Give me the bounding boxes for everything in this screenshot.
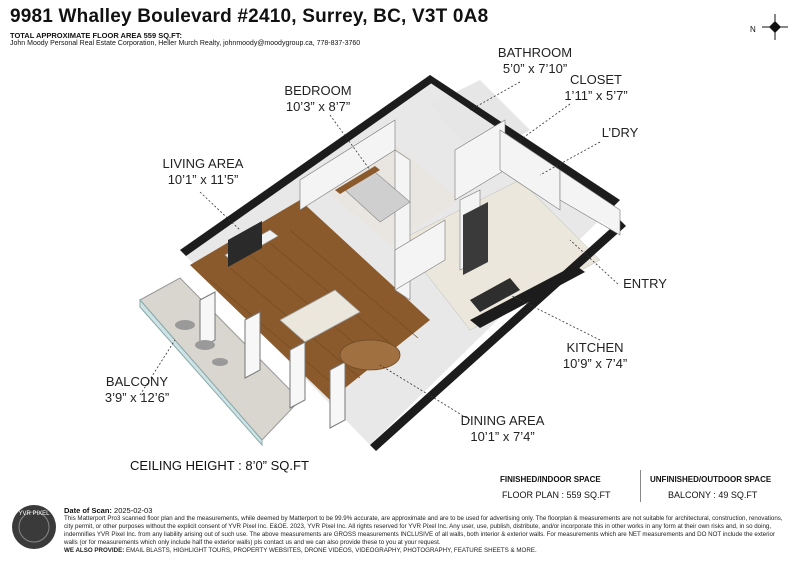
unfinished-space-header: UNFINISHED/OUTDOOR SPACE bbox=[650, 475, 772, 484]
total-area-text: TOTAL APPROXIMATE FLOOR AREA 559 SQ.FT: bbox=[10, 31, 182, 40]
room-dimensions: 1’11” x 5’7” bbox=[564, 88, 628, 103]
balcony-area: BALCONY : 49 SQ.FT bbox=[668, 490, 757, 500]
room-name: LIVING AREA bbox=[162, 156, 244, 171]
stats-divider bbox=[640, 470, 641, 502]
room-dimensions: 10’1” x 7’4” bbox=[470, 429, 535, 444]
room-label-bedroom: BEDROOM 10’3” x 8’7” bbox=[278, 83, 358, 115]
room-label-dining-area: DINING AREA 10’1” x 7’4” bbox=[455, 413, 550, 445]
room-label-balcony: BALCONY 3’9” x 12’6” bbox=[92, 374, 182, 406]
room-name: BEDROOM bbox=[284, 83, 352, 98]
kitchen-counter bbox=[470, 265, 585, 328]
window-frames bbox=[199, 291, 346, 429]
dining-table bbox=[339, 339, 401, 371]
floor-plan-value: : 559 SQ.FT bbox=[561, 490, 611, 500]
room-name: BATHROOM bbox=[497, 45, 573, 60]
disclaimer-text: This Matterport Pro3 scanned floor plan … bbox=[64, 515, 783, 546]
room-name: CLOSET bbox=[569, 72, 622, 87]
balcony-area-value: : 49 SQ.FT bbox=[713, 490, 758, 500]
room-label-closet: CLOSET 1’11” x 5’7” bbox=[556, 72, 636, 104]
ceiling-height-text: CEILING HEIGHT : 8’0” SQ.FT bbox=[130, 458, 309, 473]
room-label-laundry: L’DRY bbox=[590, 125, 650, 141]
balcony-glass-railing bbox=[139, 298, 263, 447]
balcony-furniture bbox=[175, 320, 228, 366]
balcony-area-label: BALCONY bbox=[668, 490, 711, 500]
scan-date-label: Date of Scan: bbox=[64, 506, 112, 515]
sofa bbox=[279, 289, 361, 343]
scan-date-value: 2025-02-03 bbox=[114, 506, 153, 515]
yvr-pixel-logo: YVR PIXEL bbox=[12, 505, 56, 549]
room-name: DINING AREA bbox=[460, 413, 545, 428]
services-label: WE ALSO PROVIDE: bbox=[64, 547, 125, 554]
room-label-living-area: LIVING AREA 10’1” x 11’5” bbox=[158, 156, 248, 188]
tv bbox=[228, 221, 262, 267]
room-name: BALCONY bbox=[105, 374, 169, 389]
compass-icon bbox=[762, 14, 788, 40]
room-dimensions: 10’1” x 11’5” bbox=[167, 172, 239, 187]
disclaimer: This Matterport Pro3 scanned floor plan … bbox=[64, 515, 790, 555]
room-name: KITCHEN bbox=[566, 340, 624, 355]
floor-plan-area: FLOOR PLAN : 559 SQ.FT bbox=[502, 490, 611, 500]
compass-north-label: N bbox=[750, 25, 756, 34]
services-text: EMAIL BLASTS, HIGHLIGHT TOURS, PROPERTY … bbox=[126, 547, 537, 554]
room-label-kitchen: KITCHEN 10’9” x 7’4” bbox=[555, 340, 635, 372]
logo-text: YVR PIXEL bbox=[18, 511, 50, 517]
kitchen-island bbox=[470, 278, 520, 312]
fridge bbox=[463, 202, 488, 275]
room-dimensions: 3’9” x 12’6” bbox=[104, 390, 170, 405]
room-dimensions: 10’9” x 7’4” bbox=[562, 356, 628, 371]
scan-date: Date of Scan: 2025-02-03 bbox=[64, 506, 152, 515]
room-name: ENTRY bbox=[623, 276, 667, 291]
room-dimensions: 5’0” x 7’10” bbox=[502, 61, 568, 76]
label-leader-lines bbox=[139, 81, 619, 421]
floor-plan-label: FLOOR PLAN bbox=[502, 490, 560, 500]
page-title: 9981 Whalley Boulevard #2410, Surrey, BC… bbox=[10, 6, 489, 27]
room-label-bathroom: BATHROOM 5’0” x 7’10” bbox=[490, 45, 580, 77]
room-dimensions: 10’3” x 8’7” bbox=[285, 99, 351, 114]
room-name: L’DRY bbox=[601, 125, 639, 140]
agent-contact-text: John Moody Personal Real Estate Corporat… bbox=[10, 40, 361, 47]
finished-space-header: FINISHED/INDOOR SPACE bbox=[500, 475, 601, 484]
room-label-entry: ENTRY bbox=[615, 276, 675, 292]
interior-walls bbox=[299, 119, 621, 301]
bed-headboard bbox=[335, 166, 380, 194]
compass: N bbox=[750, 12, 790, 42]
